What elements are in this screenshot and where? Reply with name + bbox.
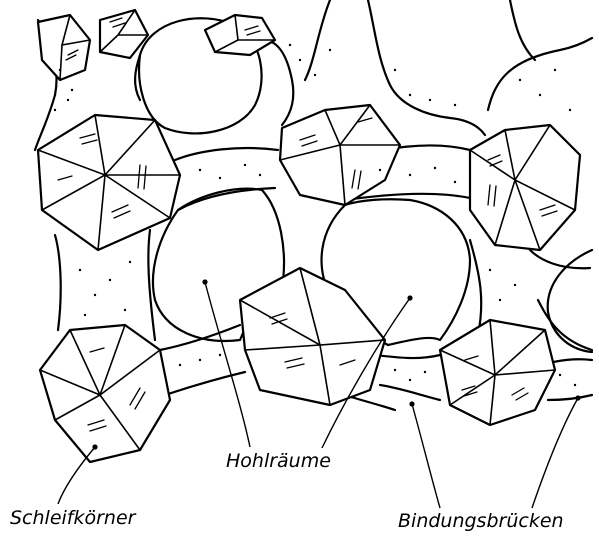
grain-center-bottom — [240, 268, 385, 405]
abrasive-grains — [38, 10, 580, 462]
leader-bonds-right — [532, 398, 578, 508]
label-voids: Hohlräume — [226, 450, 331, 472]
grain-hexagon-left — [38, 115, 180, 250]
label-bond-bridges: Bindungsbrücken — [398, 510, 564, 532]
grain-center-top — [280, 105, 400, 205]
leader-bonds-left — [412, 404, 440, 508]
grain-right-top — [470, 125, 580, 250]
void-edge-right — [548, 250, 592, 352]
grain-right-bottom — [440, 320, 555, 425]
label-abrasive-grains: Schleifkörner — [10, 507, 135, 529]
grain-top-left — [38, 15, 90, 80]
grain-top-center — [205, 15, 275, 55]
grain-left-bottom — [40, 325, 170, 462]
